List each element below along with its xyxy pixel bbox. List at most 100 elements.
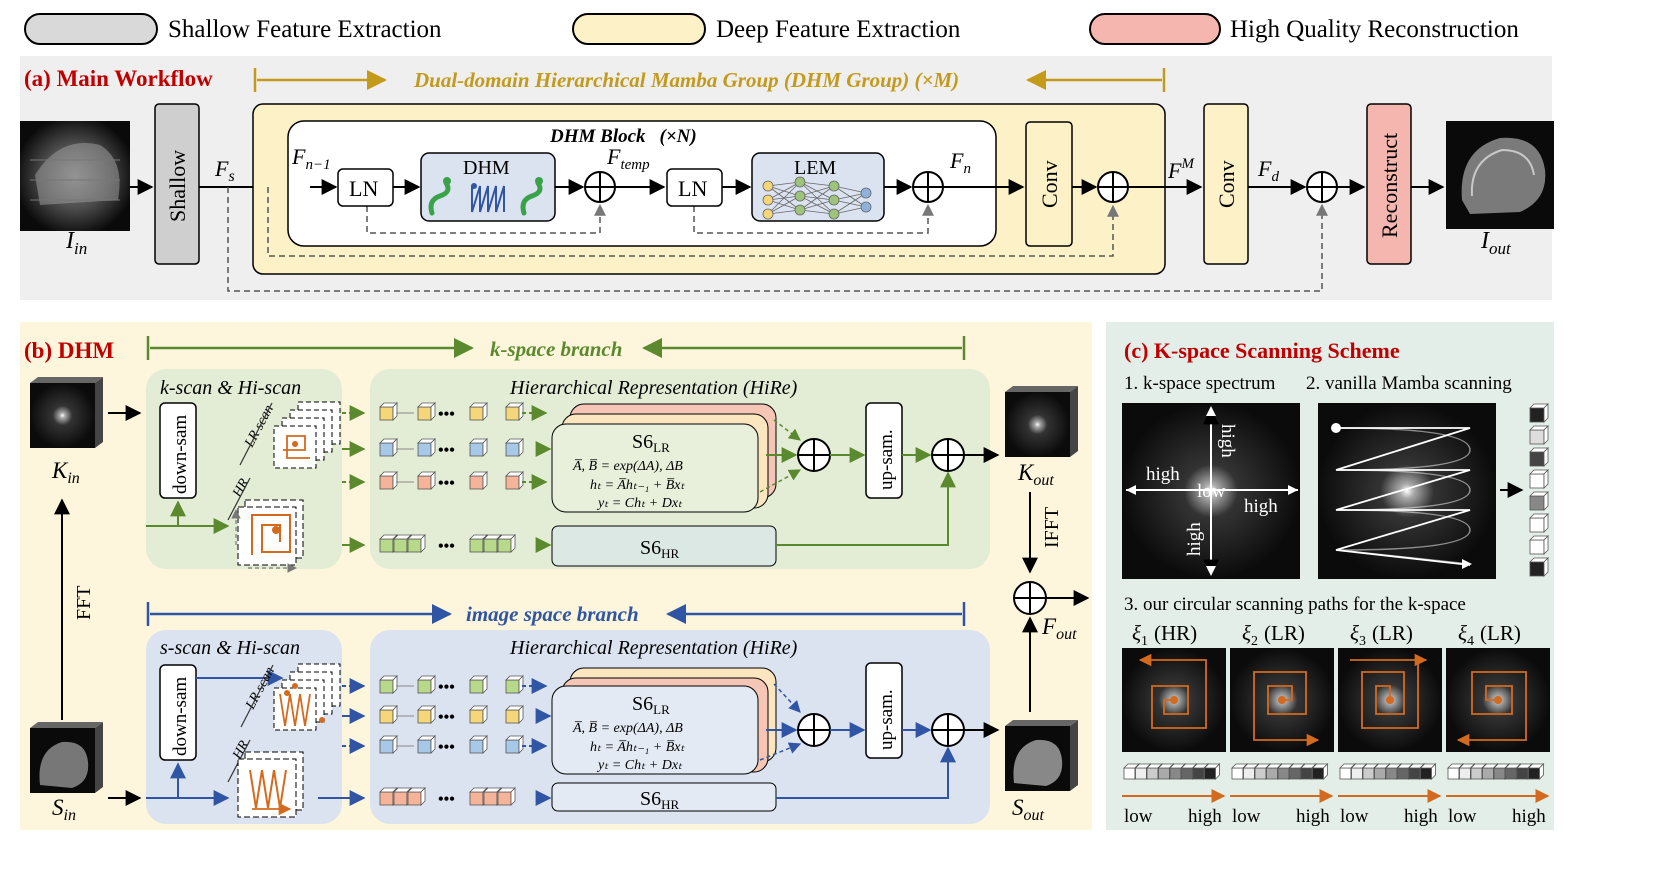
token-cube [407,787,426,806]
vanilla-token-cube [1529,403,1549,423]
conv-block-2 [1203,103,1249,265]
legend-swatch-reconstruction [1089,13,1221,45]
token-cube [379,471,398,490]
fs-label: Fs [214,156,235,185]
bar3-high: high [1404,806,1438,827]
spectrum-high-right: high [1244,496,1278,517]
xi-4-label: ξ4(LR) [1458,621,1521,649]
ellipsis: ••• [438,679,455,696]
fft-label: FFT [73,586,95,620]
add-node-4 [1306,171,1338,203]
panel-dhm: (b) DHM k-space branch k-scan & Hi-scan … [20,322,1092,830]
s6-lr-stack-k [551,403,777,513]
token-cube [469,471,488,490]
lem-module-label: LEM [794,157,836,179]
xi-2-label: ξ2(LR) [1242,621,1305,649]
conv-block-1 [1025,121,1073,247]
add-node-1 [584,171,616,203]
circular-scan-xi3 [1338,648,1442,752]
up-sam-k [865,402,903,499]
ellipsis: ••• [438,442,455,459]
vanilla-token-cube [1529,557,1549,577]
token-cube [417,675,436,694]
token-cube [469,675,488,694]
s-hire-title: Hierarchical Representation (HiRe) [509,637,798,659]
ellipsis: ••• [438,406,455,423]
snake-icon-left [428,177,451,216]
bar1-high: high [1188,806,1222,827]
reconstruct-block [1366,103,1412,265]
s-token-rows: •••••••••••• [379,675,548,808]
token-cube [379,438,398,457]
bar4-high: high [1512,806,1546,827]
k-token-rows: •••••••••••• [379,402,548,555]
vanilla-scan-icon [471,185,505,213]
panel-c-sub1: 1. k-space spectrum [1124,373,1276,394]
lr-scan-grid-k [273,401,341,469]
s6-eq3-s: yₜ = Chₜ + Dxₜ [596,758,683,773]
s6-lr-stack-s [551,667,777,775]
token-cube [505,471,524,490]
bar1-low: low [1124,806,1153,827]
token-cube [379,402,398,421]
legend-label-shallow: Shallow Feature Extraction [168,16,442,43]
vanilla-token-cube [1529,447,1549,467]
token-cube [379,675,398,694]
legend-swatch-deep [572,13,706,45]
fd-label: Fd [1257,156,1279,185]
s6-eq1-k: A̅, B̅ = exp(ΔA), ΔB [572,459,683,474]
token-cube [505,705,524,724]
ln-label-2: LN [678,176,707,201]
token-cube [497,787,516,806]
xi-1-label: ξ1(HR) [1132,621,1197,649]
iin-label: Iin [65,228,87,258]
shallow-block [154,103,200,265]
lr-scan-grid-s [273,663,341,731]
circular-scan-xi2 [1230,648,1334,752]
gradient-token-cube [1419,763,1437,780]
down-sam-s-label: down-sam [170,677,191,756]
down-sam-k [159,402,197,499]
token-cube [379,705,398,724]
token-cube [505,402,524,421]
ln-label-1: LN [349,176,378,201]
bar2-high: high [1296,806,1330,827]
s6-hr-label-k: S6HR [640,537,680,561]
token-cube [417,471,436,490]
panel-c-sub2: 2. vanilla Mamba scanning [1306,373,1512,394]
vanilla-token-cube [1529,535,1549,555]
circular-scan-xi4 [1446,648,1550,752]
legend-label-deep: Deep Feature Extraction [716,16,961,43]
panel-c-title: (c) K-space Scanning Scheme [1124,338,1400,363]
s6-eq1-s: A̅, B̅ = exp(ΔA), ΔB [572,721,683,736]
up-sam-s [865,662,903,759]
image-branch-title: image space branch [466,602,639,626]
kout-label: Kout [1017,460,1054,489]
ellipsis: ••• [438,538,455,555]
add-node-3 [1097,171,1129,203]
token-cube [407,534,426,553]
up-sam-k-label: up-sam. [876,429,897,490]
legend: Shallow Feature Extraction Deep Feature … [24,13,1519,45]
conv-label-1: Conv [1037,160,1062,208]
ellipsis: ••• [438,739,455,756]
k-hire-title: Hierarchical Representation (HiRe) [509,377,798,399]
neural-network-icon [762,176,872,220]
s-scan-title: s-scan & Hi-scan [160,637,300,659]
legend-swatch-shallow [24,13,158,45]
vanilla-token-cube [1529,469,1549,489]
token-cube [505,735,524,754]
vanilla-token-cube [1529,491,1549,511]
add-node-s1 [797,713,831,747]
global-skip [227,187,1328,292]
conv-label-2: Conv [1214,160,1239,208]
token-cube [417,402,436,421]
ftemp-label: Ftemp [606,144,650,173]
gradient-token-cube [1203,763,1221,780]
fout-label: Fout [1041,614,1077,643]
dhm-group-title: Dual-domain Hierarchical Mamba Group (DH… [413,68,959,92]
spectrum-low: low [1197,481,1226,502]
s6-eq3-k: yₜ = Chₜ + Dxₜ [596,496,683,511]
ifft-label: IFFT [1041,507,1063,548]
